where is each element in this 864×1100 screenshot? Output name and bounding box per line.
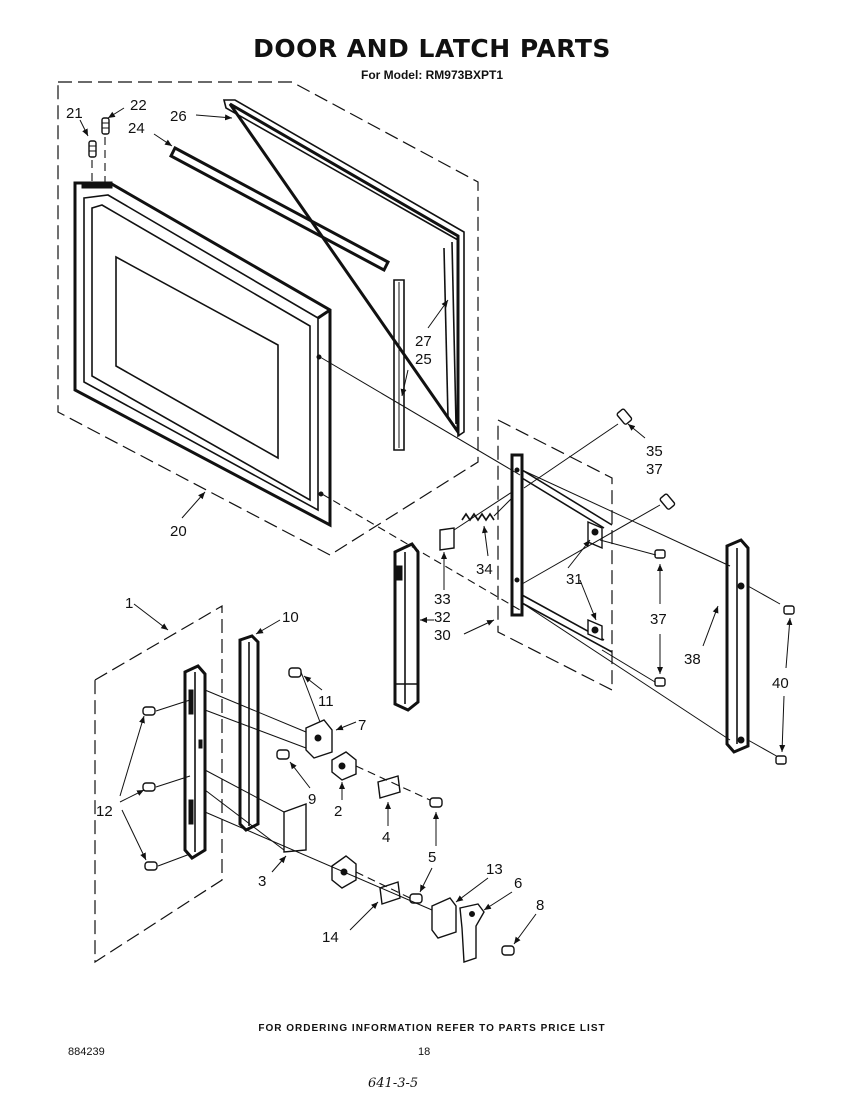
screw-11 (288, 667, 302, 678)
label-37-lower: 37 (650, 611, 667, 628)
label-10: 10 (282, 609, 299, 626)
label-8: 8 (536, 897, 544, 914)
label-9: 9 (308, 791, 316, 808)
door-frame (73, 181, 332, 528)
page-title: DOOR AND LATCH PARTS (253, 34, 611, 63)
switch-13 (431, 897, 457, 939)
latch-mount-plate (183, 664, 207, 860)
latch-plate-assembly (393, 408, 795, 765)
screw-5-upper (429, 797, 443, 808)
actuator-2 (331, 751, 357, 781)
label-2: 2 (334, 803, 342, 820)
door-assembly-group (57, 81, 521, 611)
door-seal-frame-26 (222, 99, 465, 438)
screw-37-mid (599, 539, 666, 559)
label-25: 25 (415, 351, 432, 368)
bracket-6 (459, 903, 485, 963)
label-26: 26 (170, 108, 187, 125)
door-handle-32 (393, 542, 420, 712)
handwritten-note: 641-3-5 (368, 1076, 419, 1091)
screw-37-upper (521, 493, 676, 585)
screw-37-low (601, 649, 666, 687)
screw-9 (276, 749, 290, 760)
label-27: 27 (415, 333, 432, 350)
door-strip-25 (393, 279, 405, 451)
label-21: 21 (66, 105, 83, 122)
label-14: 14 (322, 929, 339, 946)
block-14 (379, 881, 401, 905)
label-4: 4 (382, 829, 390, 846)
label-33: 33 (434, 591, 451, 608)
label-1: 1 (125, 595, 133, 612)
latch-assembly-1 (94, 604, 515, 964)
screw-21 (88, 140, 97, 182)
label-30: 30 (434, 627, 451, 644)
label-12: 12 (96, 803, 113, 820)
screw-35 (523, 408, 633, 489)
label-22: 22 (130, 97, 147, 114)
label-31: 31 (566, 571, 583, 588)
screw-8 (501, 945, 515, 956)
label-35: 35 (646, 443, 663, 460)
label-34: 34 (476, 561, 493, 578)
spring-34 (461, 497, 513, 522)
label-38: 38 (684, 651, 701, 668)
screw-12-c (144, 861, 158, 871)
ordering-note: FOR ORDERING INFORMATION REFER TO PARTS … (258, 1023, 606, 1034)
label-37-upper: 37 (646, 461, 663, 478)
label-40: 40 (772, 675, 789, 692)
spring-31-upper (587, 520, 603, 550)
block-4 (377, 775, 401, 799)
door-strip-24 (169, 145, 390, 273)
interlock-switch-7 (305, 719, 333, 759)
label-11: 11 (318, 693, 334, 710)
leader-lines (79, 107, 793, 945)
screw-40-lower (775, 755, 787, 765)
page-number: 18 (418, 1046, 431, 1058)
spring-31-lower (587, 618, 603, 642)
label-20: 20 (170, 523, 187, 540)
latch-frame-30 (510, 453, 613, 653)
label-24: 24 (128, 120, 145, 137)
label-13: 13 (486, 861, 503, 878)
slide-bar-10 (238, 634, 260, 832)
label-6: 6 (514, 875, 522, 892)
handle-cover-38 (725, 538, 781, 759)
part-labels: 21 22 24 26 27 25 20 35 37 34 31 33 32 3… (66, 97, 789, 946)
lever-33 (439, 491, 513, 551)
screw-40-upper (783, 605, 795, 615)
document-number: 884239 (68, 1046, 105, 1058)
screw-12-a (142, 706, 156, 716)
model-subtitle: For Model: RM973BXPT1 (360, 68, 504, 82)
screw-12-b (142, 782, 156, 792)
label-32: 32 (434, 609, 451, 626)
label-7: 7 (358, 717, 366, 734)
screw-22 (101, 117, 110, 182)
label-3: 3 (258, 873, 266, 890)
latch-plate-3 (283, 803, 307, 853)
label-5: 5 (428, 849, 436, 866)
